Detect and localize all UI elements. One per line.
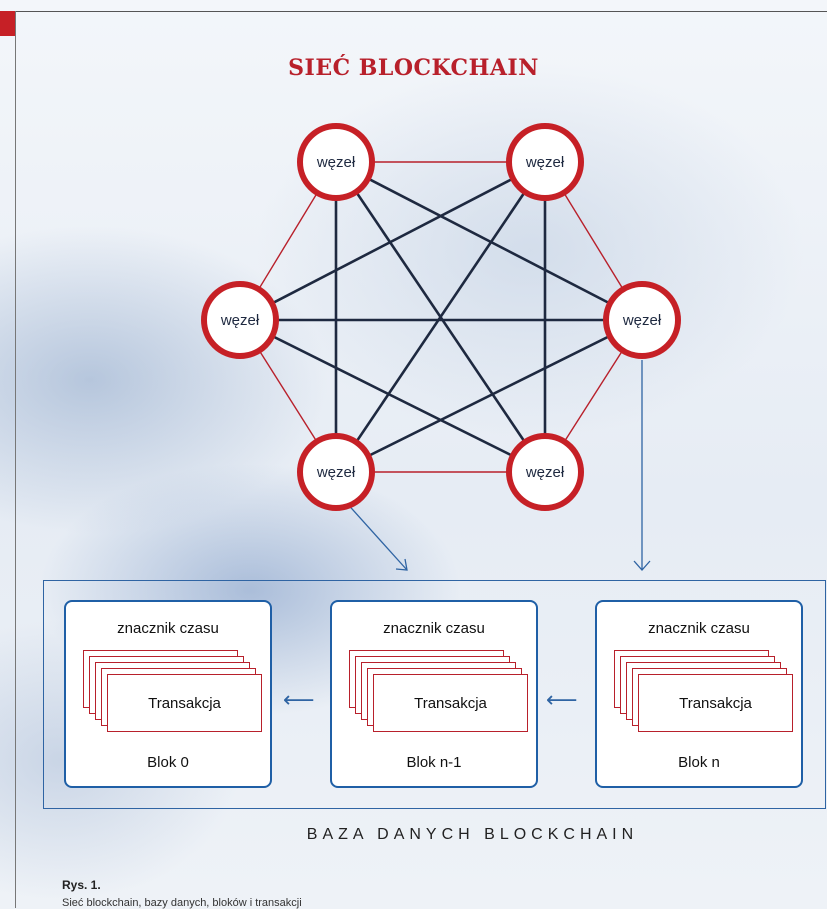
block-name: Blok 0 xyxy=(147,754,189,771)
network-node-label: węzeł xyxy=(316,154,356,171)
network-node-ring xyxy=(201,281,279,359)
chain-arrow-left-icon: ⟵ xyxy=(283,687,315,712)
top-rule xyxy=(15,11,827,12)
network-link-cross xyxy=(334,161,547,473)
block-n-1: znacznik czasu Transakcja Blok n-1 xyxy=(330,600,538,788)
network-links xyxy=(239,160,643,474)
network-nodes: węzeł węzeł węzeł węzeł węzeł węzeł xyxy=(201,123,681,511)
network-node-ring xyxy=(297,433,375,511)
figure-caption-text: Sieć blockchain, bazy danych, bloków i t… xyxy=(62,897,302,909)
network-link-cross xyxy=(335,318,643,474)
network-node-label: węzeł xyxy=(622,312,662,329)
network-node-label: węzeł xyxy=(316,464,356,481)
network-link-cross xyxy=(335,160,643,322)
network-node: węzeł xyxy=(506,433,584,511)
network-node-ring xyxy=(506,433,584,511)
database-frame xyxy=(43,580,826,809)
network-node: węzeł xyxy=(297,123,375,201)
sync-arrow-right-head xyxy=(633,560,651,571)
sync-arrow-left xyxy=(343,499,408,571)
database-label: BAZA DANYCH BLOCKCHAIN xyxy=(306,826,639,843)
network-node: węzeł xyxy=(506,123,584,201)
figure-caption-title: Rys. 1. xyxy=(62,878,101,892)
diagram-title: SIEĆ BLOCKCHAIN xyxy=(288,55,539,81)
sync-arrows xyxy=(343,360,651,571)
network-node-ring xyxy=(506,123,584,201)
network-node: węzeł xyxy=(297,433,375,511)
block-timestamp: znacznik czasu xyxy=(117,620,219,637)
left-rule xyxy=(15,11,16,908)
transaction-card: Transakcja xyxy=(107,674,262,732)
sync-arrow-left-head xyxy=(395,558,408,571)
network-node: węzeł xyxy=(603,281,681,359)
network-link-cross xyxy=(239,318,546,474)
network-node: węzeł xyxy=(201,281,279,359)
block-name: Blok n-1 xyxy=(406,754,462,771)
network-node-label: węzeł xyxy=(220,312,260,329)
transaction-card: Transakcja xyxy=(638,674,793,732)
network-node-ring xyxy=(603,281,681,359)
block-timestamp: znacznik czasu xyxy=(383,620,485,637)
network-node-ring xyxy=(297,123,375,201)
block-0: znacznik czasu Transakcja Blok 0 xyxy=(64,600,272,788)
network-link-cross xyxy=(239,160,546,322)
chain-arrow-left-icon: ⟵ xyxy=(546,687,578,712)
block-timestamp: znacznik czasu xyxy=(648,620,750,637)
corner-mark xyxy=(0,11,15,36)
network-node-label: węzeł xyxy=(525,464,565,481)
block-name: Blok n xyxy=(678,754,720,771)
block-n: znacznik czasu Transakcja Blok n xyxy=(595,600,803,788)
transaction-card: Transakcja xyxy=(373,674,528,732)
network-node-label: węzeł xyxy=(525,154,565,171)
